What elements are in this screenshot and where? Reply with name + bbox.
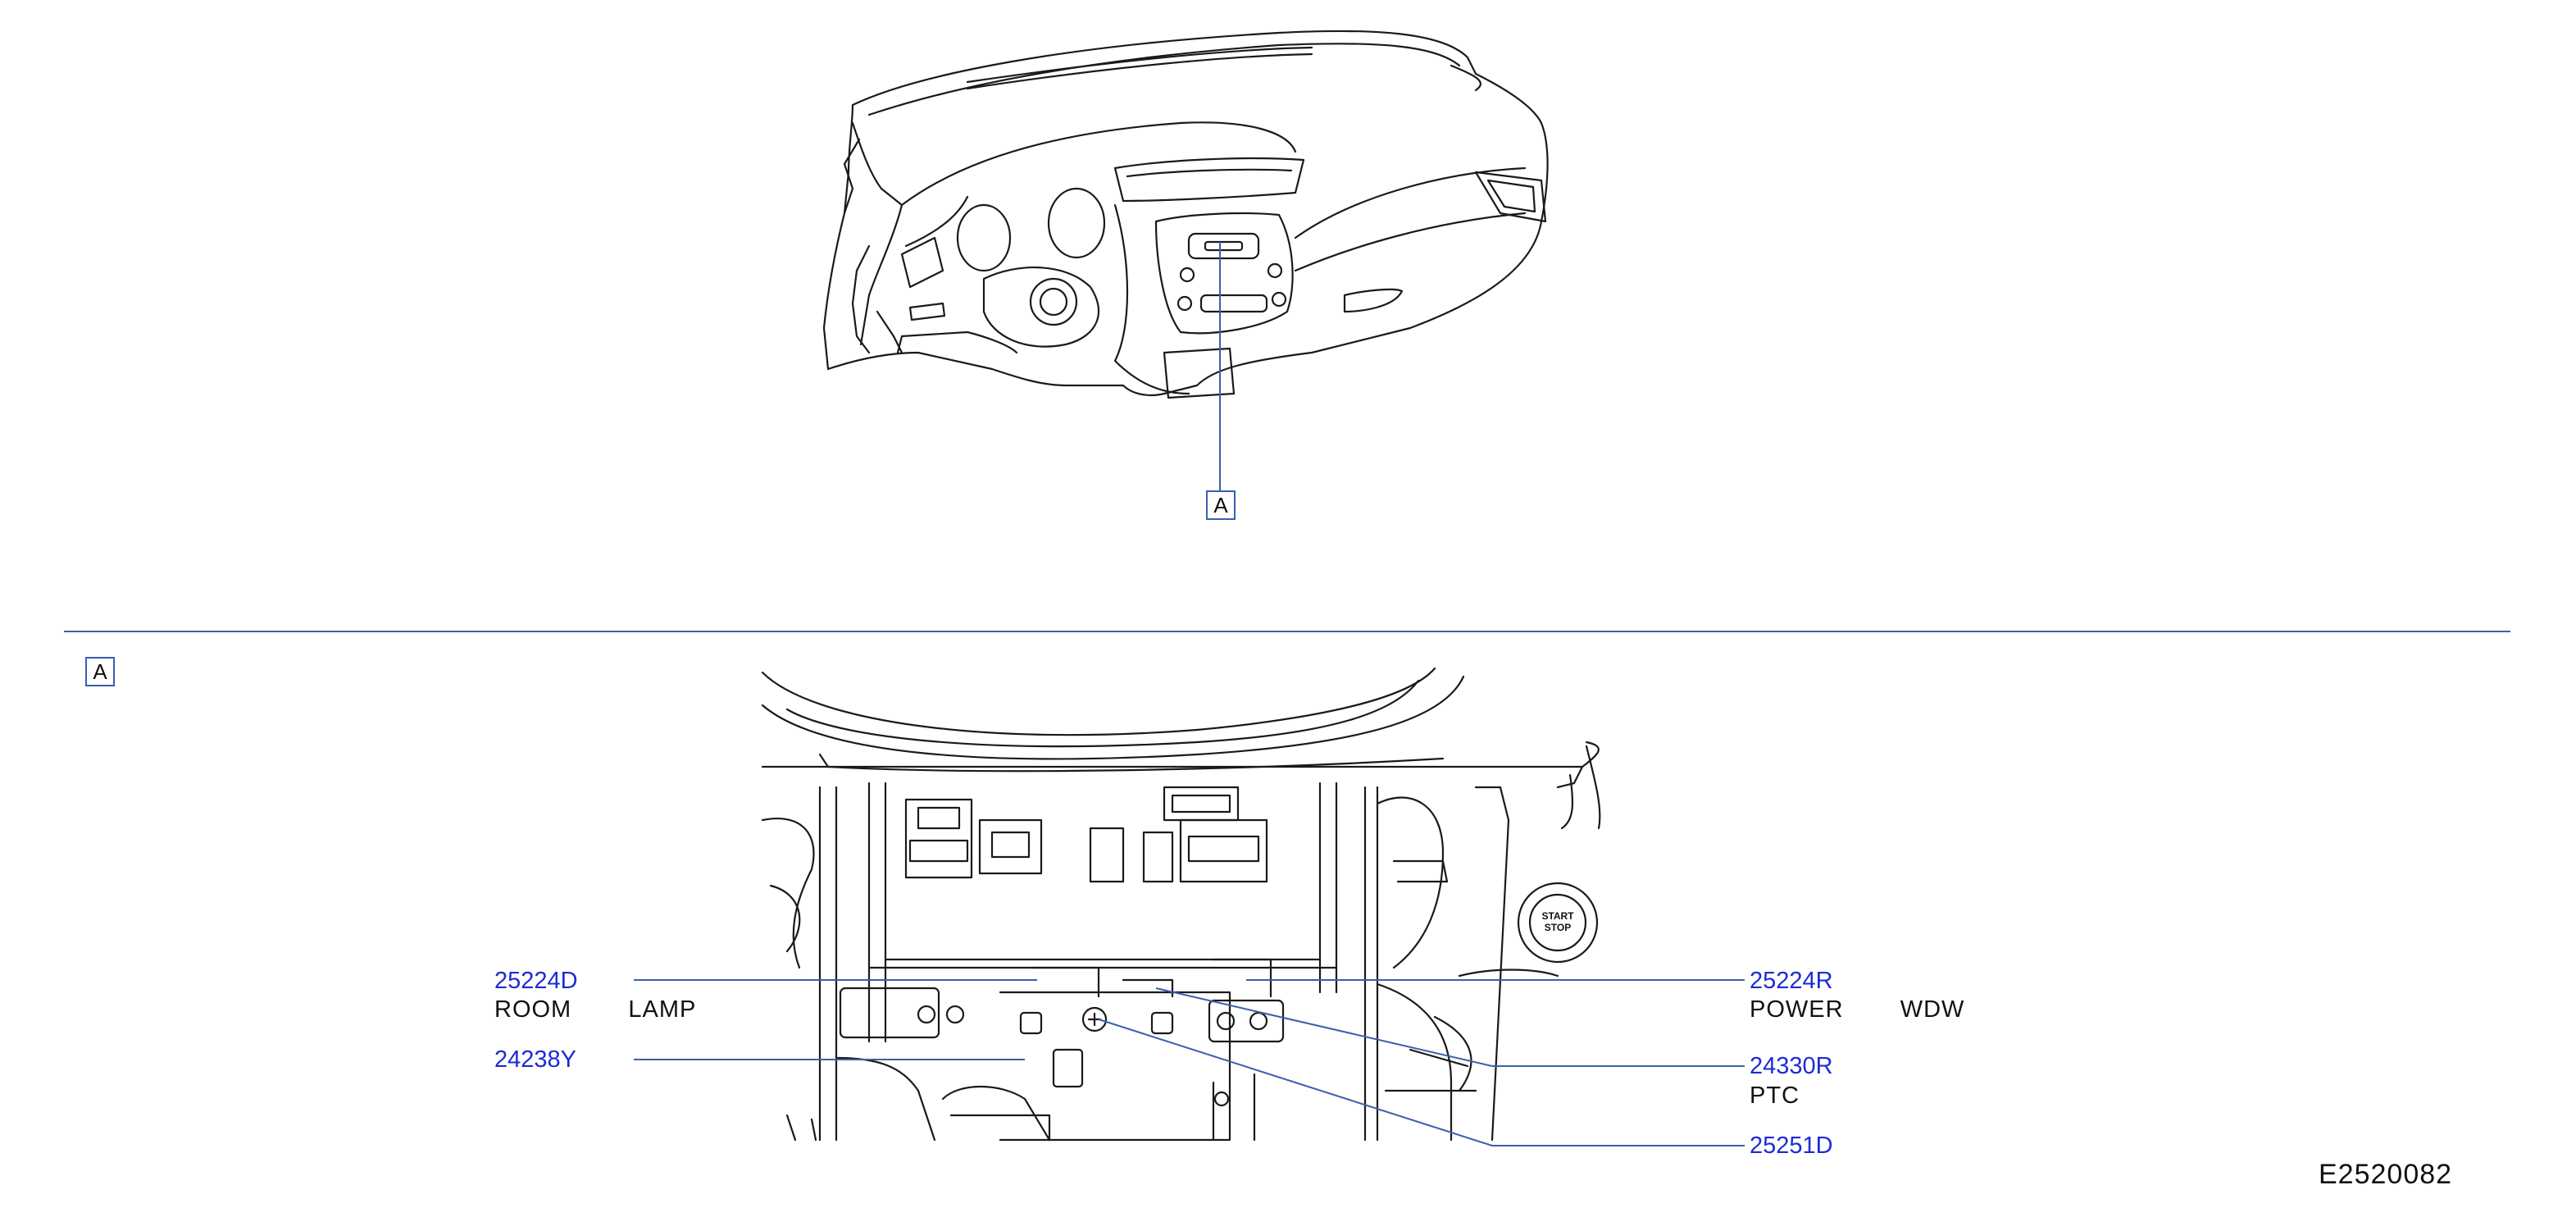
stop-label: STOP — [1544, 922, 1572, 933]
detail-view-drawing — [761, 667, 1601, 1142]
leader-line-25251d — [1098, 1019, 1745, 1146]
dashboard-overview-drawing — [822, 30, 1549, 399]
leader-line-24330r — [1155, 987, 1745, 1067]
callout-code-25224d: 25224D — [494, 968, 578, 994]
start-stop-label: START STOP — [1533, 910, 1582, 933]
start-label: START — [1541, 910, 1574, 922]
detail-marker-a: A — [85, 657, 115, 686]
callout-desc-room-lamp: ROOM LAMP — [494, 996, 697, 1023]
callout-desc-power-wdw: POWER WDW — [1750, 996, 1965, 1023]
callout-code-25251d: 25251D — [1750, 1133, 1833, 1159]
view-marker-a: A — [1206, 490, 1236, 520]
start-stop-button-drawing — [1517, 882, 1599, 964]
callout-code-24238y: 24238Y — [494, 1046, 576, 1073]
callout-code-24330r: 24330R — [1750, 1053, 1833, 1079]
callout-code-25224r: 25224R — [1750, 968, 1833, 994]
callout-desc-ptc: PTC — [1750, 1083, 1800, 1109]
figure-id: E2520082 — [2319, 1159, 2453, 1190]
